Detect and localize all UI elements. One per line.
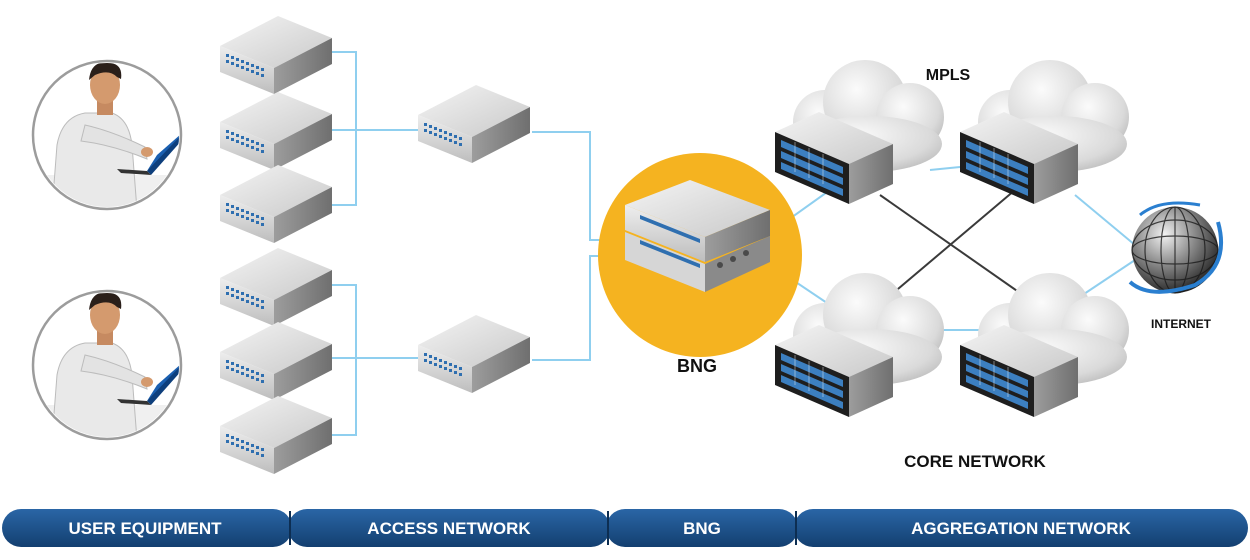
bng-device-icon [625, 180, 770, 292]
globe-icon [1128, 201, 1224, 294]
core-router-mpls-left [774, 60, 944, 205]
band-label: ACCESS NETWORK [367, 519, 531, 538]
band-label: USER EQUIPMENT [68, 519, 222, 538]
band-aggregation-network [794, 509, 1248, 547]
core-router-core-right [959, 273, 1129, 418]
core-router-mpls-right [959, 60, 1129, 205]
user-laptop-icon [33, 291, 191, 445]
switch-icon [220, 248, 332, 326]
core-cross-links [879, 189, 1031, 301]
band-label: BNG [683, 519, 721, 538]
router-icon [418, 315, 530, 393]
band-bng [606, 509, 798, 547]
band-user-equipment [2, 509, 292, 547]
switch-icon [220, 16, 332, 94]
switch-icon [220, 165, 332, 243]
section-bands: USER EQUIPMENT ACCESS NETWORK BNG AGGREG… [2, 509, 1248, 547]
core-router-core-left [774, 273, 944, 418]
user-laptop-icon [33, 61, 191, 215]
band-access-network [288, 509, 610, 547]
bng-label: BNG [677, 356, 717, 376]
core-network-label: CORE NETWORK [904, 452, 1046, 471]
band-label: AGGREGATION NETWORK [911, 519, 1131, 538]
switch-icon [220, 396, 332, 474]
internet-label: INTERNET [1151, 317, 1212, 331]
switch-icon [220, 92, 332, 170]
router-icon [418, 85, 530, 163]
switch-icon [220, 322, 332, 400]
mpls-label: MPLS [926, 67, 971, 84]
